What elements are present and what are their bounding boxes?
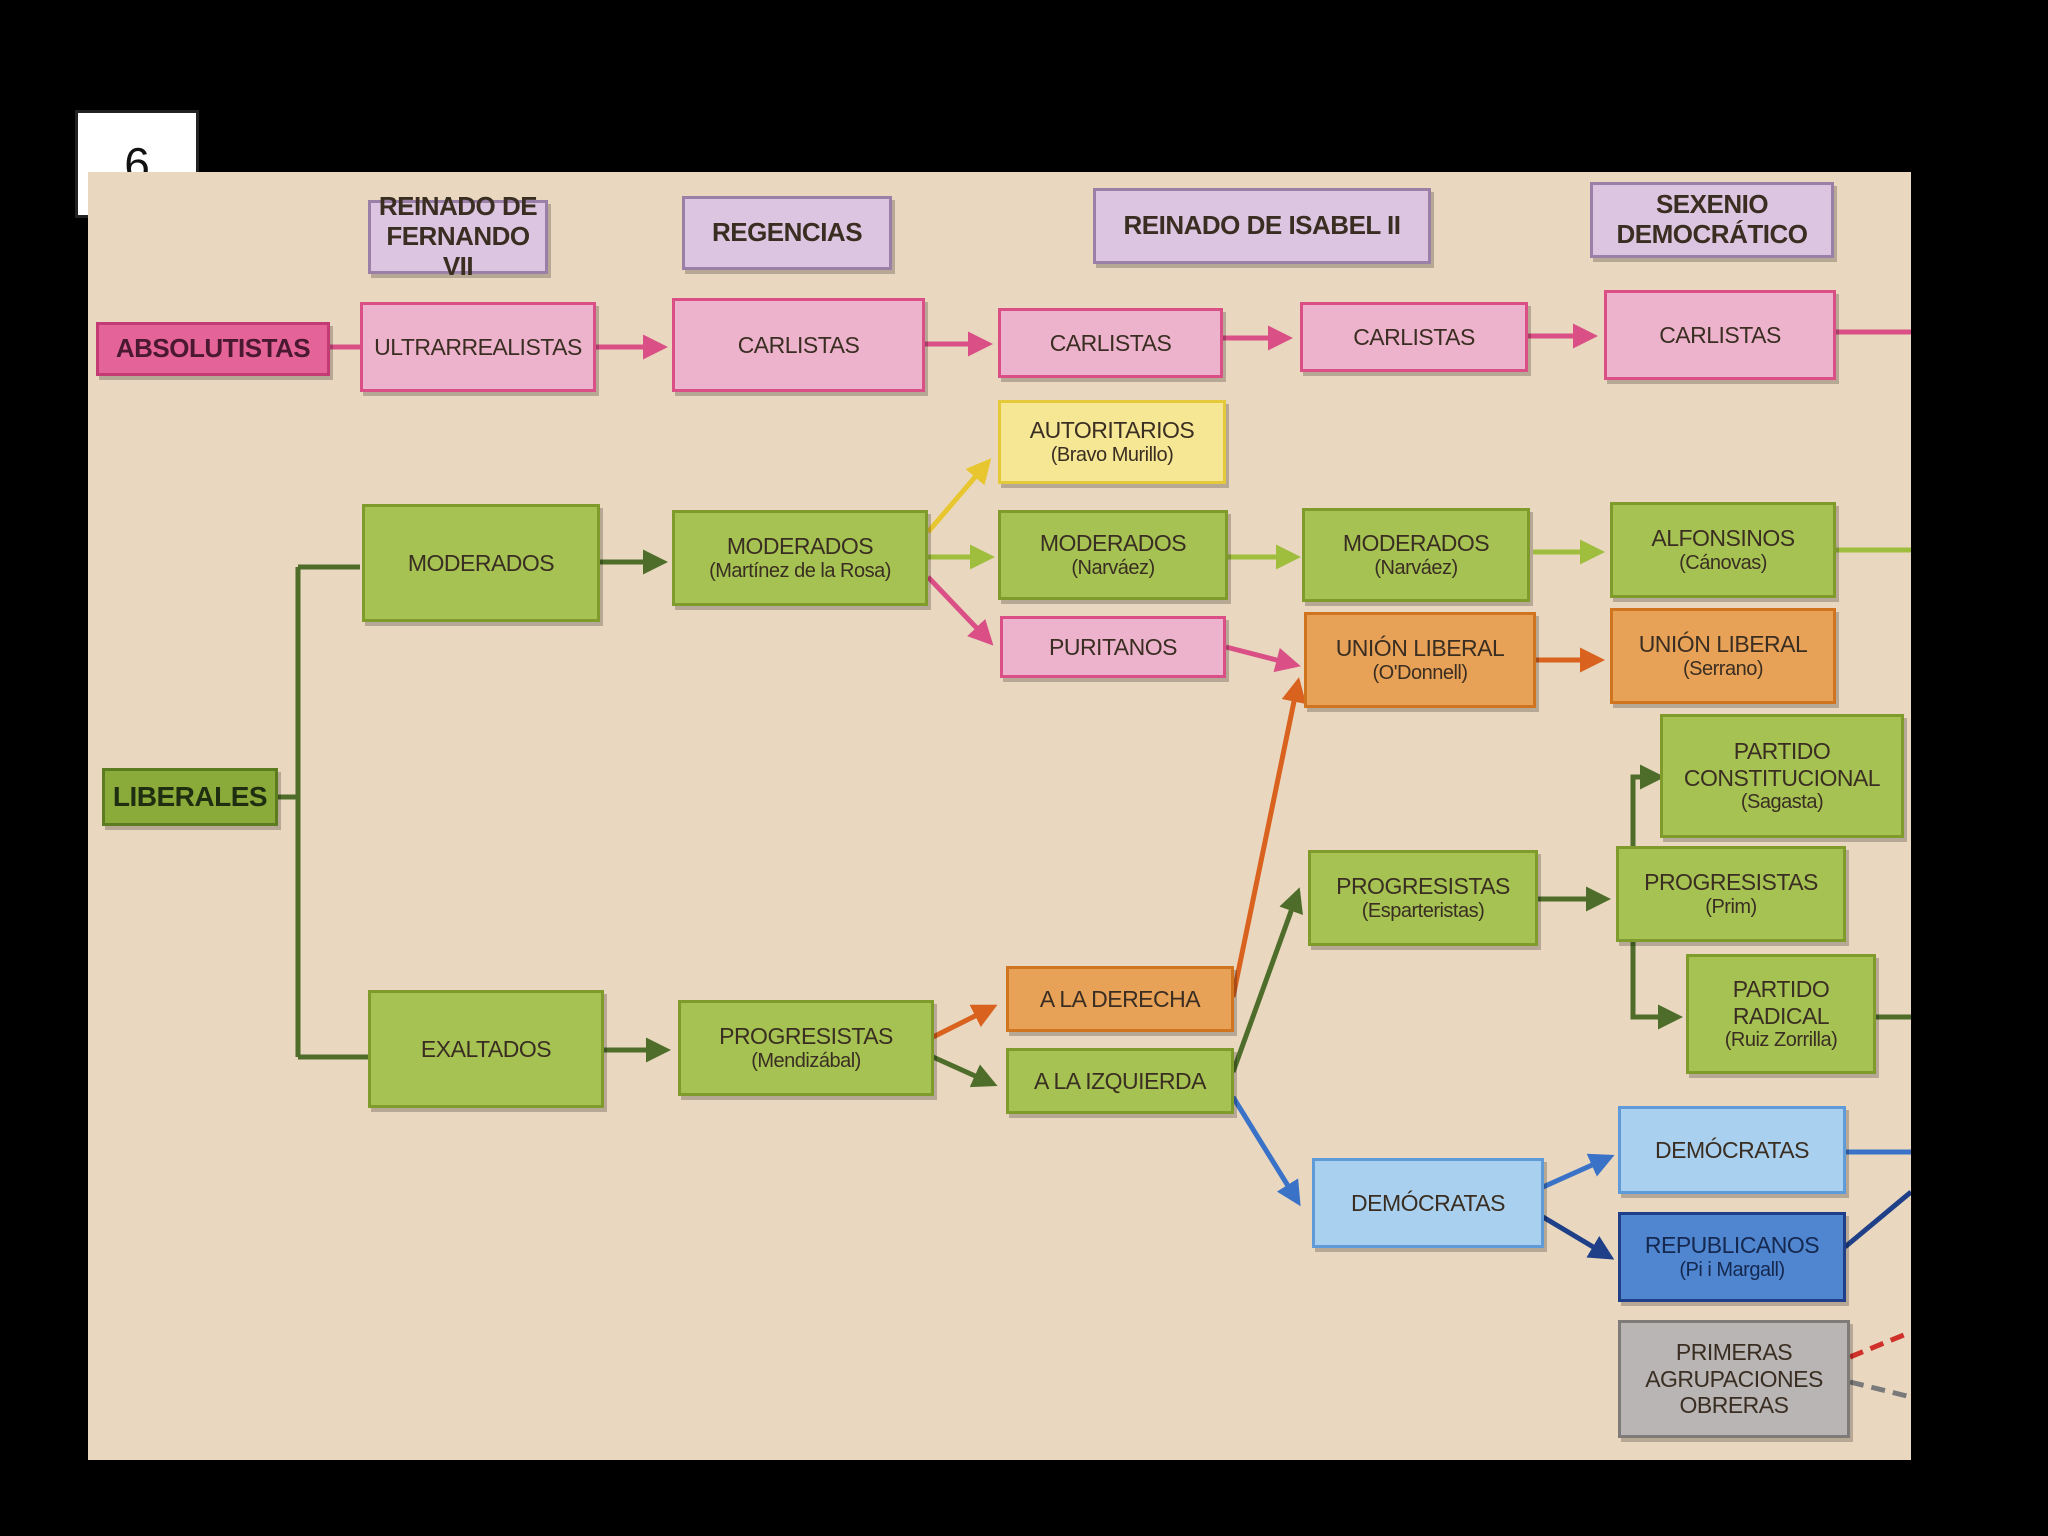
header-sexenio: SEXENIO DEMOCRÁTICO xyxy=(1590,182,1834,258)
node-a-la-izquierda: A LA IZQUIERDA xyxy=(1006,1048,1234,1114)
node-absolutistas: ABSOLUTISTAS xyxy=(96,322,330,376)
radical-leader: (Ruiz Zorrilla) xyxy=(1724,1028,1838,1051)
header-sexenio-label: SEXENIO DEMOCRÁTICO xyxy=(1616,189,1808,249)
node-exaltados-label: EXALTADOS xyxy=(420,1035,552,1062)
header-isabel-ii: REINADO DE ISABEL II xyxy=(1093,188,1431,264)
node-carlistas-2-label: CARLISTAS xyxy=(1049,329,1172,356)
node-carlistas-isabel-2: CARLISTAS xyxy=(1300,302,1528,372)
node-autoritarios: AUTORITARIOS(Bravo Murillo) xyxy=(998,400,1226,484)
esparteristas-leader: (Esparteristas) xyxy=(1361,899,1485,922)
node-carlistas-4-label: CARLISTAS xyxy=(1659,321,1781,348)
node-a-la-izquierda-label: A LA IZQUIERDA xyxy=(1034,1067,1206,1094)
moderados-narvaez-1-name: MODERADOS xyxy=(1039,530,1187,557)
autoritarios-leader: (Bravo Murillo) xyxy=(1050,443,1174,466)
mendizabal-name: PROGRESISTAS xyxy=(719,1023,893,1050)
moderados-narvaez-2-leader: (Narváez) xyxy=(1374,556,1458,579)
header-isabel-label: REINADO DE ISABEL II xyxy=(1123,210,1401,241)
node-moderados: MODERADOS xyxy=(362,504,600,622)
header-fernando-vii: REINADO DE FERNANDO VII xyxy=(368,191,548,281)
political-parties-diagram: REINADO DE FERNANDO VII REGENCIAS REINAD… xyxy=(88,172,1911,1460)
autoritarios-name: AUTORITARIOS xyxy=(1029,417,1195,444)
mendizabal-leader: (Mendizábal) xyxy=(751,1049,861,1072)
prim-leader: (Prim) xyxy=(1705,895,1757,918)
node-a-la-derecha: A LA DERECHA xyxy=(1006,966,1234,1032)
node-moderados-narvaez-1: MODERADOS(Narváez) xyxy=(998,510,1228,600)
node-a-la-derecha-label: A LA DERECHA xyxy=(1039,985,1201,1012)
esparteristas-name: PROGRESISTAS xyxy=(1336,873,1510,900)
node-carlistas-regencias: CARLISTAS xyxy=(672,298,925,392)
arrow-democratas-republicanos xyxy=(1541,1214,1615,1260)
node-progresistas-prim: PROGRESISTAS(Prim) xyxy=(1616,846,1846,942)
republicanos-leader: (Pi i Margall) xyxy=(1679,1258,1785,1281)
node-liberales-label: LIBERALES xyxy=(112,780,268,812)
node-ultrarrealistas-label: ULTRARREALISTAS xyxy=(374,333,582,360)
prim-name: PROGRESISTAS xyxy=(1644,869,1818,896)
union-odonnell-leader: (O'Donnell) xyxy=(1372,661,1468,684)
line-republicanos-continue xyxy=(1843,1190,1911,1249)
union-serrano-name: UNIÓN LIBERAL xyxy=(1638,631,1808,658)
node-primeras-agrupaciones-obreras: PRIMERAS AGRUPACIONES OBRERAS xyxy=(1618,1320,1850,1438)
header-regencias: REGENCIAS xyxy=(682,196,892,270)
node-carlistas-1-label: CARLISTAS xyxy=(737,331,860,358)
arrow-prim-radical xyxy=(1630,942,1683,1030)
alfonsinos-leader: (Cánovas) xyxy=(1679,551,1767,574)
node-republicanos: REPUBLICANOS(Pi i Margall) xyxy=(1618,1212,1846,1302)
node-progresistas-esparteristas: PROGRESISTAS(Esparteristas) xyxy=(1308,850,1538,946)
arrow-democratas-democratas xyxy=(1541,1153,1615,1190)
node-moderados-martinez: MODERADOS(Martínez de la Rosa) xyxy=(672,510,928,606)
arrow-derecha-union xyxy=(1230,677,1307,998)
arrow-martinez-autoritarios xyxy=(926,458,992,534)
arrow-izquierda-democratas xyxy=(1230,1095,1301,1207)
line-obreras-grey xyxy=(1849,1379,1911,1400)
node-absolutistas-label: ABSOLUTISTAS xyxy=(115,333,311,364)
arrow-puritanos-union xyxy=(1225,644,1301,673)
moderados-narvaez-2-name: MODERADOS xyxy=(1342,530,1490,557)
line-obreras-red xyxy=(1849,1329,1911,1360)
union-serrano-leader: (Serrano) xyxy=(1683,657,1763,680)
node-moderados-label: MODERADOS xyxy=(407,549,555,576)
node-union-liberal-odonnell: UNIÓN LIBERAL(O'Donnell) xyxy=(1304,612,1536,708)
node-primeras-agrupaciones-label: PRIMERAS AGRUPACIONES OBRERAS xyxy=(1645,1339,1823,1419)
arrow-martinez-puritanos xyxy=(926,575,994,646)
alfonsinos-name: ALFONSINOS xyxy=(1651,525,1795,552)
header-regencias-label: REGENCIAS xyxy=(711,217,863,248)
node-carlistas-3-label: CARLISTAS xyxy=(1353,323,1475,350)
node-liberales: LIBERALES xyxy=(102,768,278,826)
node-democratas-2-label: DEMÓCRATAS xyxy=(1655,1136,1809,1163)
node-ultrarrealistas: ULTRARREALISTAS xyxy=(360,302,596,392)
node-democratas-1-label: DEMÓCRATAS xyxy=(1351,1189,1505,1216)
node-puritanos-label: PURITANOS xyxy=(1049,633,1177,660)
arrow-izquierda-progresistas xyxy=(1230,887,1303,1073)
node-democratas: DEMÓCRATAS xyxy=(1312,1158,1544,1248)
node-union-liberal-serrano: UNIÓN LIBERAL(Serrano) xyxy=(1610,608,1836,704)
arrow-mendizabal-izquierda xyxy=(931,1054,998,1088)
arrow-mendizabal-derecha xyxy=(931,1004,998,1040)
radical-name: PARTIDO RADICAL xyxy=(1732,976,1830,1029)
node-carlistas-sexenio: CARLISTAS xyxy=(1604,290,1836,380)
node-puritanos: PURITANOS xyxy=(1000,616,1226,678)
moderados-martinez-leader: (Martínez de la Rosa) xyxy=(709,559,891,582)
republicanos-name: REPUBLICANOS xyxy=(1644,1232,1820,1259)
constitucional-name: PARTIDO CONSTITUCIONAL xyxy=(1683,738,1881,791)
node-alfonsinos: ALFONSINOS(Cánovas) xyxy=(1610,502,1836,598)
node-democratas-sexenio: DEMÓCRATAS xyxy=(1618,1106,1846,1194)
union-odonnell-name: UNIÓN LIBERAL xyxy=(1335,635,1505,662)
moderados-martinez-name: MODERADOS xyxy=(726,533,874,560)
arrow-prim-constitucional xyxy=(1630,764,1665,854)
header-fernando-label: REINADO DE FERNANDO VII xyxy=(378,191,538,281)
constitucional-leader: (Sagasta) xyxy=(1740,790,1824,813)
node-moderados-narvaez-2: MODERADOS(Narváez) xyxy=(1302,508,1530,602)
connector-layer xyxy=(278,323,1911,1400)
moderados-narvaez-1-leader: (Narváez) xyxy=(1071,556,1155,579)
node-carlistas-isabel-1: CARLISTAS xyxy=(998,308,1223,378)
node-progresistas-mendizabal: PROGRESISTAS(Mendizábal) xyxy=(678,1000,934,1096)
node-partido-radical: PARTIDO RADICAL(Ruiz Zorrilla) xyxy=(1686,954,1876,1074)
node-partido-constitucional: PARTIDO CONSTITUCIONAL(Sagasta) xyxy=(1660,714,1904,838)
node-exaltados: EXALTADOS xyxy=(368,990,604,1108)
